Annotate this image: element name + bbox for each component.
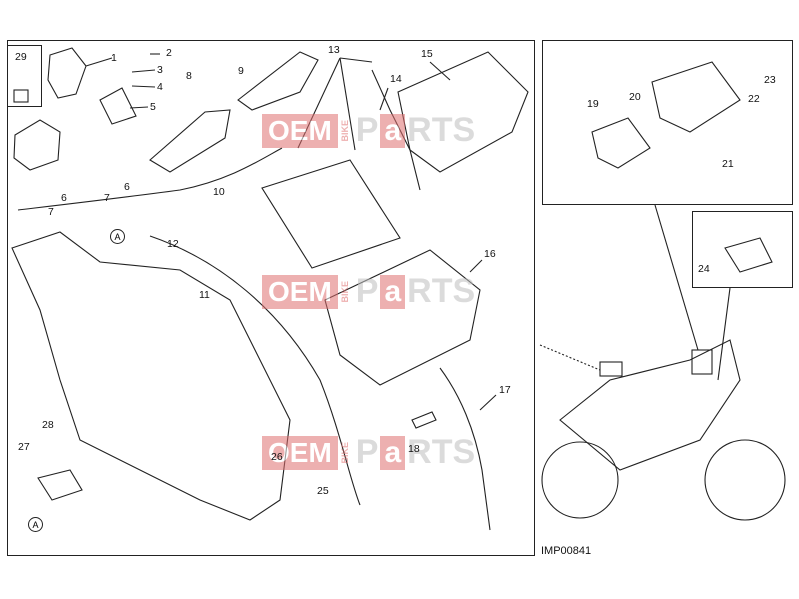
cover-9-shape (237, 51, 319, 111)
watermark-1: OEM BIKE P a RTS (262, 111, 475, 150)
connector-29-shape (13, 89, 29, 103)
watermark-p: P (355, 111, 379, 149)
watermark-a: a (380, 435, 406, 470)
leader-ecu (539, 344, 601, 371)
callout-3: 3 (157, 64, 163, 76)
callout-4: 4 (157, 81, 163, 93)
callout-25: 25 (317, 485, 329, 497)
callout-6b: 6 (61, 192, 67, 204)
cable-17-shape (439, 367, 491, 531)
ref-marker-a-bottom: A (28, 517, 43, 532)
bracket-5-shape (99, 87, 137, 125)
cover-8-shape (149, 109, 231, 173)
callout-27: 27 (18, 441, 30, 453)
leader-regulator (654, 204, 699, 351)
callout-5: 5 (150, 101, 156, 113)
watermark-oem: OEM (262, 274, 338, 309)
callout-23: 23 (764, 74, 776, 86)
watermark-p: P (355, 433, 379, 471)
front-wheel-shape (704, 439, 786, 521)
cover-1-shape (47, 47, 87, 99)
bracket-inset-frame (692, 211, 793, 288)
motorcycle-body-shape (559, 339, 741, 471)
callout-15: 15 (421, 48, 433, 60)
highlight-regulator-shape (691, 349, 713, 375)
callout-29: 29 (15, 51, 27, 63)
callout-21: 21 (722, 158, 734, 170)
callout-24: 24 (698, 263, 710, 275)
leader-bracket (717, 287, 731, 381)
callout-9: 9 (238, 65, 244, 77)
callout-2: 2 (166, 47, 172, 59)
callout-12: 12 (167, 238, 179, 250)
watermark-rts: RTS (407, 111, 476, 149)
clip-18-shape (411, 411, 437, 429)
bracket-24-shape (724, 237, 773, 273)
watermark-bike: BIKE (339, 441, 350, 464)
callout-6a: 6 (124, 181, 130, 193)
watermark-a: a (380, 113, 406, 148)
main-panel-frame (7, 40, 535, 556)
regulator-inset-frame (542, 40, 793, 205)
callout-26: 26 (271, 451, 283, 463)
watermark-p: P (355, 272, 379, 310)
battery-shape (261, 159, 401, 269)
callout-19: 19 (587, 98, 599, 110)
watermark-oem: OEM (262, 435, 338, 470)
callout-10: 10 (213, 186, 225, 198)
battery-tray-16-shape (324, 249, 481, 386)
callout-1: 1 (111, 52, 117, 64)
watermark-a: a (380, 274, 406, 309)
bracket-27-shape (37, 469, 83, 501)
watermark-oem: OEM (262, 113, 338, 148)
connector-inset-frame (7, 45, 42, 107)
regulator-21-shape (651, 61, 741, 133)
watermark-2: OEM BIKE P a RTS (262, 272, 475, 311)
callout-22: 22 (748, 93, 760, 105)
callout-11: 11 (199, 289, 210, 301)
callout-28: 28 (42, 419, 54, 431)
callout-7b: 7 (48, 206, 54, 218)
callout-17: 17 (499, 384, 511, 396)
watermark-bike: BIKE (339, 280, 350, 303)
ref-marker-a-top: A (110, 229, 125, 244)
relay-block-shape (13, 119, 61, 171)
cable-11-shape (149, 235, 361, 506)
subframe-shape (11, 231, 291, 521)
watermark-rts: RTS (407, 433, 476, 471)
callout-18: 18 (408, 443, 420, 455)
callout-7a: 7 (104, 192, 110, 204)
callout-13: 13 (328, 44, 340, 56)
watermark-rts: RTS (407, 272, 476, 310)
callout-20: 20 (629, 91, 641, 103)
cover-19-shape (591, 117, 651, 169)
callout-14: 14 (390, 73, 402, 85)
highlight-ecu-shape (599, 361, 623, 377)
drawing-code: IMP00841 (541, 545, 592, 557)
watermark-bike: BIKE (339, 119, 350, 142)
cable-10-shape (17, 147, 283, 211)
callout-16: 16 (484, 248, 496, 260)
callout-8: 8 (186, 70, 192, 82)
watermark-3: OEM BIKE P a RTS (262, 433, 475, 472)
rear-wheel-shape (541, 441, 619, 519)
